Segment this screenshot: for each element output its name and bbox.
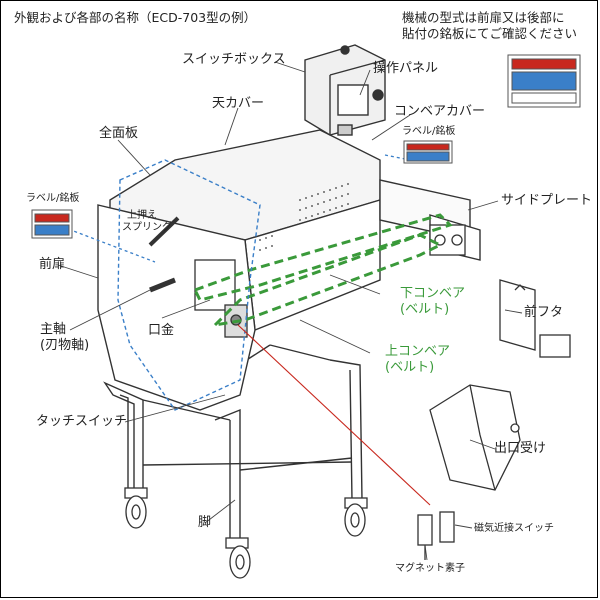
label-nameplate-right: ラベル/銘板 [402,126,456,137]
label-press-spring-2: スプリング [122,222,172,233]
label-lower-conveyor-1: 下コンベア [400,286,466,301]
conveyor-belts [192,213,453,328]
label-top-cover: 天カバー [212,96,265,111]
nameplate-icons [31,54,581,239]
casters [124,487,368,579]
front-plate-outline [117,159,261,411]
leader-lines [57,61,523,561]
label-nameplate-left: ラベル/銘板 [26,193,80,204]
label-front-door: 前扉 [39,257,66,272]
note-line-2: 貼付の銘板にてご確認ください [402,26,578,41]
label-main-shaft-2: (刃物軸) [40,338,90,353]
label-upper-conveyor-2: (ベルト) [385,360,435,375]
label-main-shaft-1: 主軸 [40,322,67,337]
label-operation-panel: 操作パネル [373,61,439,76]
front-door-lines [62,154,411,263]
spring-and-shaft [148,216,180,293]
label-switch-box: スイッチボックス [182,52,286,67]
diagram-title: 外観および各部の名称（ECD-703型の例） [14,10,257,25]
proximity-switch-part [417,511,455,560]
red-leader [237,324,431,506]
label-front-plate: 全面板 [99,126,139,141]
label-legs: 脚 [198,515,212,530]
label-press-spring-1: 上押え [127,210,157,221]
note-line-1: 機械の型式は前扉又は後部に [402,10,565,25]
label-outlet-receiver: 出口受け [494,441,547,456]
front-lid-part [499,279,571,358]
label-conveyor-cover: コンベアカバー [394,104,486,119]
label-front-lid: 前フタ [524,305,564,320]
label-magnet-element: マグネット素子 [395,563,465,574]
outlet-receiver-part [429,384,521,491]
label-upper-conveyor-1: 上コンベア [385,344,451,359]
label-touch-switch: タッチスイッチ [36,414,128,429]
vent-holes [259,183,349,251]
switch-box [304,44,386,136]
label-magnetic-switch: 磁気近接スイッチ [474,523,554,534]
label-lower-conveyor-2: (ベルト) [400,302,450,317]
label-mouthpiece: 口金 [148,323,175,338]
label-side-plate: サイドプレート [501,193,593,208]
